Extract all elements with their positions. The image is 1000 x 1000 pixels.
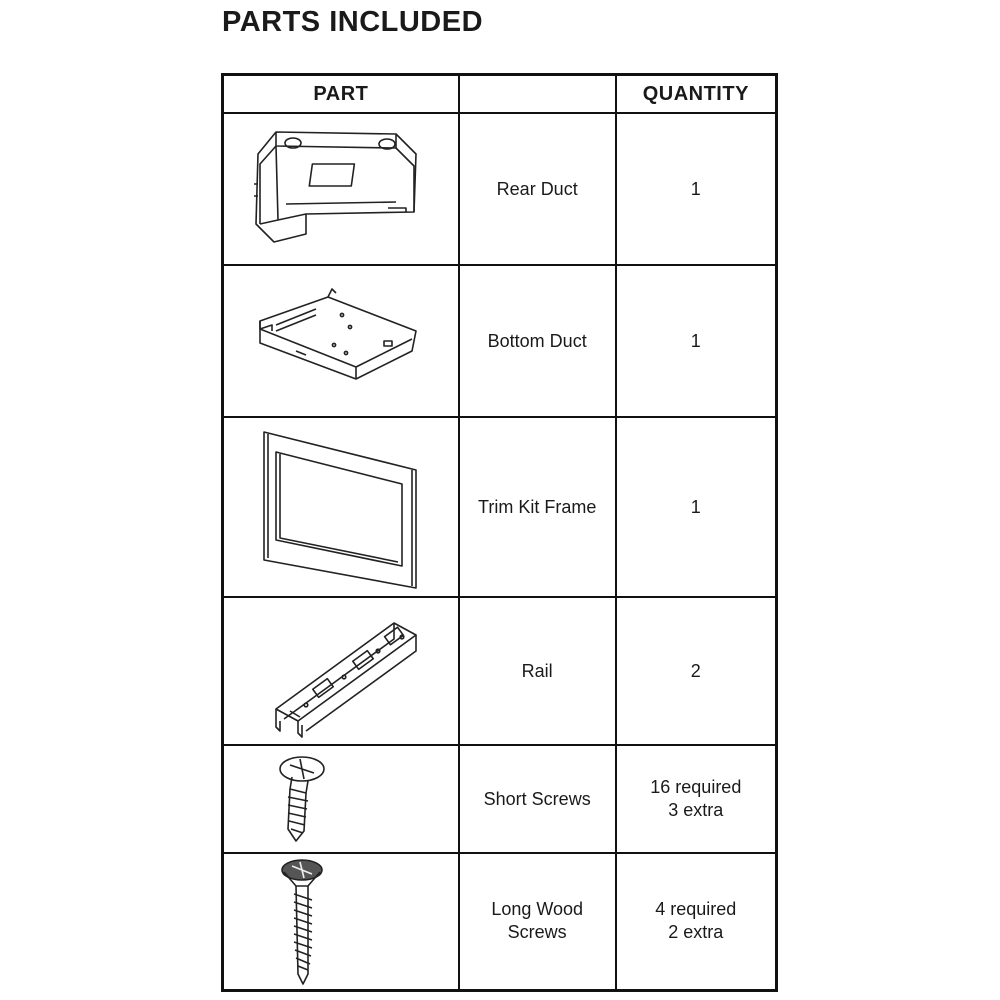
part-image-cell xyxy=(221,852,460,991)
part-quantity-extra: 2 extra xyxy=(668,922,724,943)
part-name: Trim Kit Frame xyxy=(478,496,597,517)
part-name-line-2: Screws xyxy=(507,922,567,943)
quantity-cell: 16 required 3 extra xyxy=(614,744,778,854)
part-image-cell xyxy=(221,264,460,418)
part-quantity: 1 xyxy=(690,178,701,199)
table-row: Short Screws 16 required 3 extra xyxy=(221,744,778,854)
part-quantity-extra: 3 extra xyxy=(668,800,724,820)
part-image-cell xyxy=(221,112,460,266)
long-wood-screw-illustration xyxy=(281,859,323,986)
table-header-row: PART QUANTITY xyxy=(221,73,778,114)
part-name-cell: Rear Duct xyxy=(457,112,617,266)
table-row: Rear Duct 1 xyxy=(221,112,778,266)
rail-illustration xyxy=(275,622,417,738)
quantity-cell: 1 xyxy=(614,264,778,418)
part-name-cell: Rail xyxy=(457,596,617,746)
part-name: Rear Duct xyxy=(496,178,578,199)
quantity-cell: 1 xyxy=(614,416,778,598)
table-row: Long Wood Screws 4 required 2 extra xyxy=(221,852,778,991)
table-row: Bottom Duct 1 xyxy=(221,264,778,418)
part-quantity-required: 4 required xyxy=(655,899,737,920)
part-quantity: 2 xyxy=(690,660,701,681)
header-quantity: QUANTITY xyxy=(614,73,778,114)
part-name-line-1: Long Wood xyxy=(491,899,584,920)
part-quantity-required: 16 required xyxy=(650,777,742,797)
part-name-cell: Trim Kit Frame xyxy=(457,416,617,598)
part-image-cell xyxy=(221,744,460,854)
part-quantity: 1 xyxy=(690,330,701,351)
part-image-cell xyxy=(221,596,460,746)
bottom-duct-illustration xyxy=(259,288,417,380)
table-row: Trim Kit Frame 1 xyxy=(221,416,778,598)
rear-duct-illustration xyxy=(253,131,417,243)
short-screw-illustration xyxy=(279,756,325,842)
header-name xyxy=(457,73,617,114)
part-name-cell: Short Screws xyxy=(457,744,617,854)
part-image-cell xyxy=(221,416,460,598)
page-title: PARTS INCLUDED xyxy=(222,6,484,38)
part-name-cell: Long Wood Screws xyxy=(457,852,617,991)
quantity-cell: 2 xyxy=(614,596,778,746)
part-name: Rail xyxy=(521,660,553,681)
part-name-cell: Bottom Duct xyxy=(457,264,617,418)
part-name: Bottom Duct xyxy=(487,330,587,351)
quantity-cell: 1 xyxy=(614,112,778,266)
part-quantity: 1 xyxy=(690,496,701,517)
part-name: Short Screws xyxy=(483,788,591,809)
table-row: Rail 2 xyxy=(221,596,778,746)
parts-table: PART QUANTITY xyxy=(221,73,778,992)
trim-kit-frame-illustration xyxy=(263,431,417,589)
quantity-cell: 4 required 2 extra xyxy=(614,852,778,991)
header-part: PART xyxy=(221,73,460,114)
